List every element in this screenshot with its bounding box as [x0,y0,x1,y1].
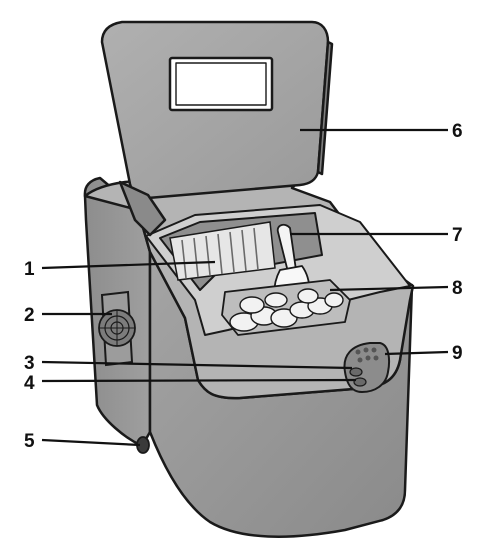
callout-3: 3 [24,353,35,374]
indicator-lights [355,347,379,363]
callout-2: 2 [24,305,35,326]
leader-line-3 [41,360,353,370]
leader-line-8 [329,285,449,292]
lid-edge [316,40,334,176]
select-button [353,377,367,387]
evaporator [169,221,276,281]
scoop-handle [276,223,297,273]
ice-basket [221,279,351,336]
callout-4: 4 [24,373,35,394]
leader-line-1 [41,260,216,270]
callout-labels: 1 2 3 4 5 6 7 8 9 [24,121,463,452]
power-button [349,367,363,377]
ice-cubes [229,288,344,332]
leader-line-4 [41,378,357,383]
leader-lines [41,128,449,447]
side-fan-vent [98,290,136,367]
lid-hinge [118,180,167,237]
leader-line-5 [41,438,141,447]
lid [100,20,334,237]
callout-7: 7 [452,225,463,246]
callout-6: 6 [452,121,463,142]
lid-window-inner [175,62,267,106]
callout-5: 5 [24,431,35,452]
callout-1: 1 [24,259,35,280]
evaporator-fins [181,227,259,279]
leader-line-9 [384,350,449,356]
callout-8: 8 [452,278,463,299]
callout-9: 9 [452,343,463,364]
